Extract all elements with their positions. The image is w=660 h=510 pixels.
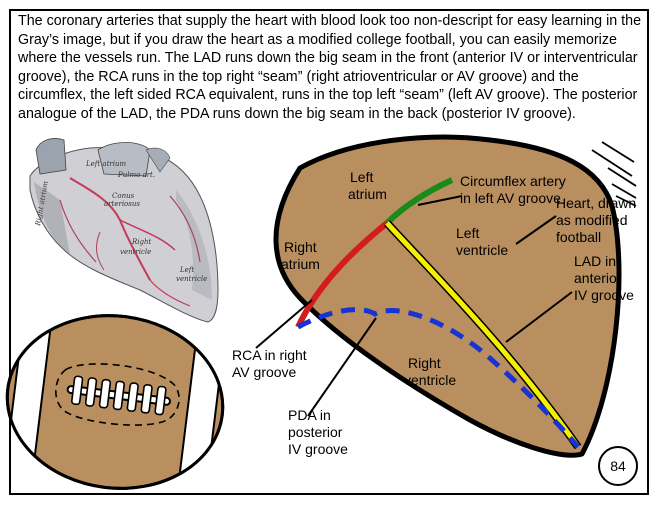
label-heart-2: as modified <box>556 212 628 228</box>
callout-lad: LAD in anterior IV groove <box>505 253 634 343</box>
label-rca-2: AV groove <box>232 364 297 380</box>
grays-aorta <box>35 138 67 175</box>
leader-line <box>307 317 377 417</box>
label-left-ventricle-2: ventricle <box>456 242 508 258</box>
label-pda-1: PDA in <box>288 407 331 423</box>
grays-coronary-vessel <box>59 199 97 263</box>
circumflex-vessel <box>384 177 454 226</box>
label-circumflex-2: in left AV groove <box>460 190 561 206</box>
grays-heart-illustration: Left atrium Pulmo art. Conus arteriosus … <box>29 138 219 323</box>
callout-heart: Heart, drawn as modified football <box>515 195 636 245</box>
grays-shading-left <box>34 182 70 255</box>
grays-pulmonary-trunk <box>97 142 151 177</box>
label-lad-3: IV groove <box>574 287 634 303</box>
label-left-atrium-1: Left <box>350 169 373 185</box>
grays-label-right-ventricle-2: ventricle <box>120 248 151 256</box>
grays-coronary-vessel <box>119 219 176 251</box>
grays-label-conus-2: arteriosus <box>104 200 140 208</box>
label-pda-2: posterior <box>288 424 343 440</box>
label-left-ventricle-1: Left <box>456 225 479 241</box>
lad-vessel-fill <box>385 221 581 449</box>
label-right-atrium-1: Right <box>284 239 317 255</box>
grays-coronary-vessel <box>149 279 191 307</box>
grays-coronary-vessel <box>96 231 105 271</box>
leader-line <box>417 195 463 206</box>
grays-label-pulmonary-art: Pulmo art. <box>117 171 155 179</box>
small-football-seam-outline <box>55 363 180 426</box>
label-right-ventricle-1: Right <box>408 355 441 371</box>
leader-line <box>505 291 573 343</box>
callout-pda: PDA in posterior IV groove <box>288 317 377 457</box>
label-rca-1: RCA in right <box>232 347 307 363</box>
label-pda-3: IV groove <box>288 441 348 457</box>
label-right-ventricle-2: ventricle <box>404 372 456 388</box>
pda-vessel <box>296 307 580 449</box>
page-number-badge: 84 <box>598 446 638 486</box>
grays-label-right-ventricle-1: Right <box>131 238 151 246</box>
leader-line <box>255 299 313 349</box>
grays-label-conus-1: Conus <box>112 192 135 200</box>
label-left-atrium-2: atrium <box>348 186 387 202</box>
leader-line <box>515 215 557 245</box>
label-lad-1: LAD in <box>574 253 616 269</box>
heart-football-body <box>273 134 622 458</box>
small-football-laces <box>66 375 171 416</box>
small-football-outline <box>5 314 225 490</box>
page-number: 84 <box>610 458 626 474</box>
label-heart-1: Heart, drawn <box>556 195 636 211</box>
rca-vessel <box>295 220 389 329</box>
grays-label-left-ventricle-1: Left <box>179 266 194 274</box>
heart-football: Left atrium Right atrium Left ventricle … <box>273 134 622 458</box>
callout-rca: RCA in right AV groove <box>232 299 313 380</box>
callout-circumflex: Circumflex artery in left AV groove <box>417 173 566 206</box>
emphasis-lines <box>591 141 637 207</box>
grays-coronary-vessel <box>169 195 201 263</box>
grays-label-left-ventricle-2: ventricle <box>176 275 207 283</box>
grays-pulmonary-left <box>145 147 171 173</box>
label-circumflex-1: Circumflex artery <box>460 173 566 189</box>
small-football <box>0 303 229 501</box>
label-heart-3: football <box>556 229 601 245</box>
label-right-atrium-2: atrium <box>281 256 320 272</box>
label-lad-2: anterior <box>574 270 622 286</box>
grays-label-left-atrium: Left atrium <box>85 160 126 168</box>
intro-paragraph: The coronary arteries that supply the he… <box>18 13 642 122</box>
